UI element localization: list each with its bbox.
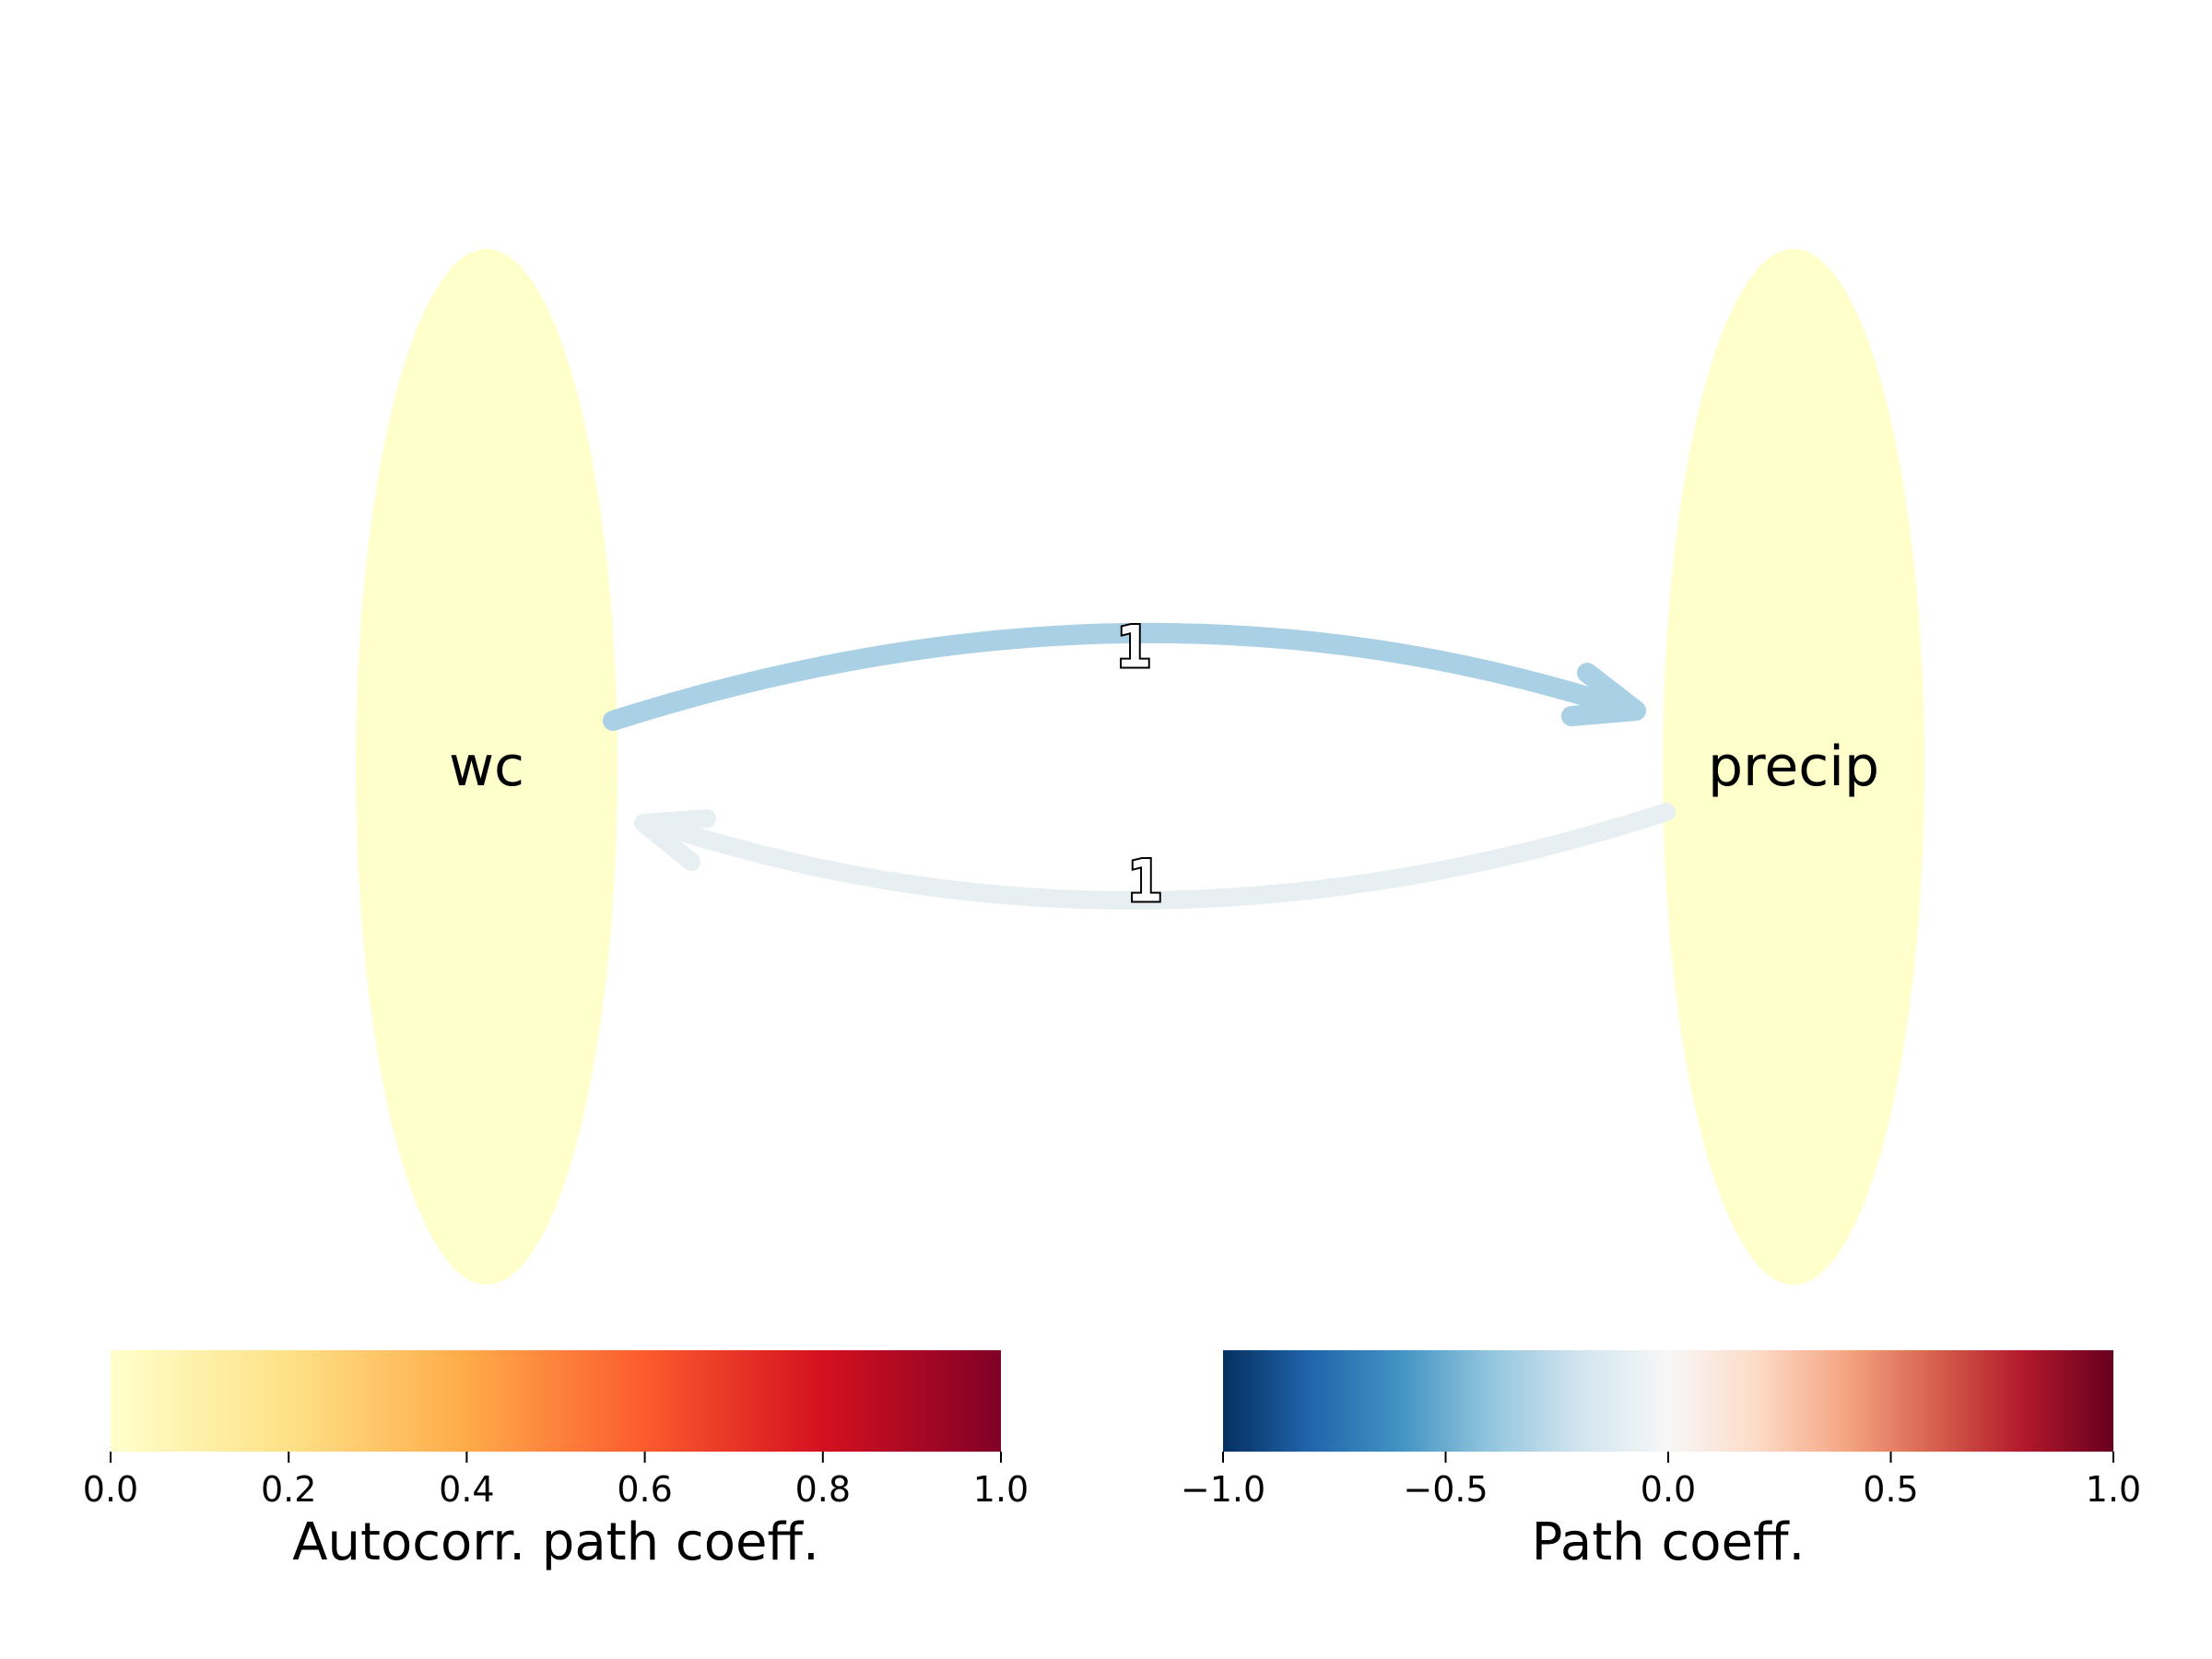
node-precip: precip	[1663, 249, 1924, 1285]
edge-precip-to-wc-line	[653, 803, 1676, 910]
colorbar-autocorr-bar	[111, 1350, 1001, 1452]
colorbar-path-tick-label: 0.0	[1641, 1469, 1696, 1510]
colorbar-path: −1.0 −0.5 0.0 0.5 1.0 Path coeff.	[1181, 1350, 2141, 1572]
colorbar-autocorr-tick-label: 0.2	[261, 1469, 316, 1510]
edge-precip-to-wc-arrowhead	[634, 809, 716, 871]
colorbar-autocorr-tick-label: 0.8	[795, 1469, 851, 1510]
colorbar-path-bar	[1223, 1350, 2113, 1452]
colorbar-autocorr: 0.0 0.2 0.4 0.6 0.8 1.0 Autocorr. path coeff.	[83, 1350, 1029, 1572]
colorbar-autocorr-tick-label: 0.4	[439, 1469, 494, 1510]
node-wc-ellipse	[356, 249, 618, 1285]
edge-wc-to-precip: 1	[603, 612, 1646, 731]
colorbar-autocorr-tick-label: 0.6	[617, 1469, 672, 1510]
node-precip-ellipse	[1663, 249, 1924, 1285]
colorbar-path-tick-label: −1.0	[1181, 1469, 1265, 1510]
colorbar-path-title: Path coeff.	[1532, 1512, 1806, 1572]
colorbar-autocorr-title: Autocorr. path coeff.	[292, 1512, 819, 1572]
edge-precip-to-wc-label: 1	[1127, 848, 1161, 915]
node-wc-label: wc	[449, 735, 524, 799]
colorbar-autocorr-tick-label: 0.0	[83, 1469, 138, 1510]
node-precip-label: precip	[1708, 735, 1879, 799]
colorbar-path-ticks: −1.0 −0.5 0.0 0.5 1.0	[1181, 1452, 2141, 1510]
colorbar-autocorr-ticks: 0.0 0.2 0.4 0.6 0.8 1.0	[83, 1452, 1029, 1510]
edge-wc-to-precip-line	[603, 622, 1628, 731]
colorbar-path-tick-label: 1.0	[2086, 1469, 2141, 1510]
node-wc: wc	[356, 249, 618, 1285]
colorbar-path-tick-label: −0.5	[1403, 1469, 1488, 1510]
edge-wc-to-precip-label: 1	[1116, 614, 1150, 681]
edge-wc-to-precip-arrowhead	[1561, 663, 1646, 726]
colorbar-autocorr-tick-label: 1.0	[973, 1469, 1029, 1510]
edge-precip-to-wc: 1	[634, 803, 1676, 917]
colorbar-path-tick-label: 0.5	[1863, 1469, 1918, 1510]
